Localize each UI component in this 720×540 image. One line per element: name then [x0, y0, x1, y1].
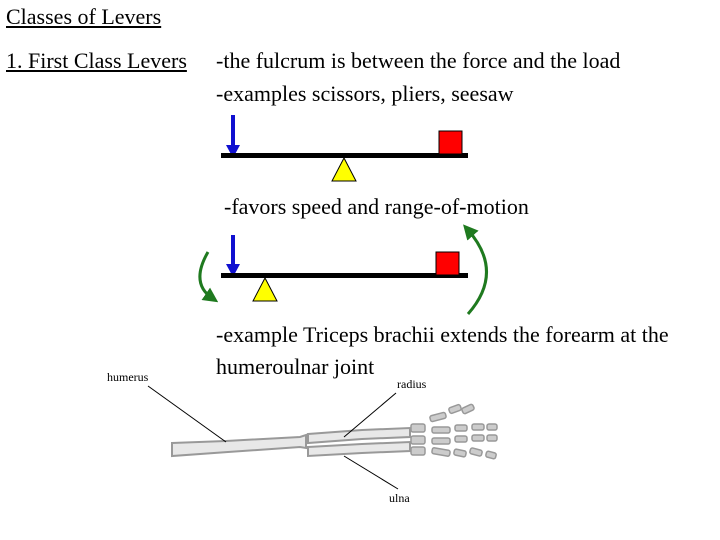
lever-bar-2 — [221, 273, 468, 278]
leader-lines — [147, 385, 399, 490]
lever-bar-1 — [221, 153, 468, 158]
load-box-2 — [435, 251, 460, 276]
right-motion-arrow — [463, 224, 488, 315]
lever-2 — [198, 224, 488, 315]
first-class-description: -the fulcrum is between the force and th… — [216, 48, 621, 73]
fulcrum-2 — [252, 276, 278, 302]
first-class-examples: -examples scissors, pliers, seesaw — [216, 81, 514, 106]
force-arrow-2-head — [226, 264, 240, 277]
left-motion-arrow — [198, 251, 219, 303]
hand-bones — [410, 403, 498, 460]
load-box-1 — [438, 130, 463, 155]
page-title: Classes of Levers — [6, 4, 162, 29]
fulcrum-1 — [331, 156, 357, 182]
humerus-label: humerus — [107, 370, 149, 384]
ulna-bone — [307, 440, 411, 458]
favors-text: -favors speed and range-of-motion — [224, 194, 529, 219]
arm-bones — [171, 403, 498, 460]
radius-leader — [343, 392, 397, 438]
triceps-example-line2: humeroulnar joint — [216, 354, 375, 379]
ulna-leader — [343, 455, 399, 490]
ulna-label: ulna — [389, 491, 410, 505]
force-arrow-1-head — [226, 145, 240, 158]
first-class-heading: 1. First Class Levers — [6, 48, 187, 73]
triceps-example-line1: -example Triceps brachii extends the for… — [216, 322, 669, 347]
radius-label: radius — [397, 377, 427, 391]
lever-1 — [221, 115, 468, 182]
humerus-leader — [147, 385, 227, 443]
humerus-bone — [171, 433, 307, 458]
radius-bone — [307, 426, 411, 445]
